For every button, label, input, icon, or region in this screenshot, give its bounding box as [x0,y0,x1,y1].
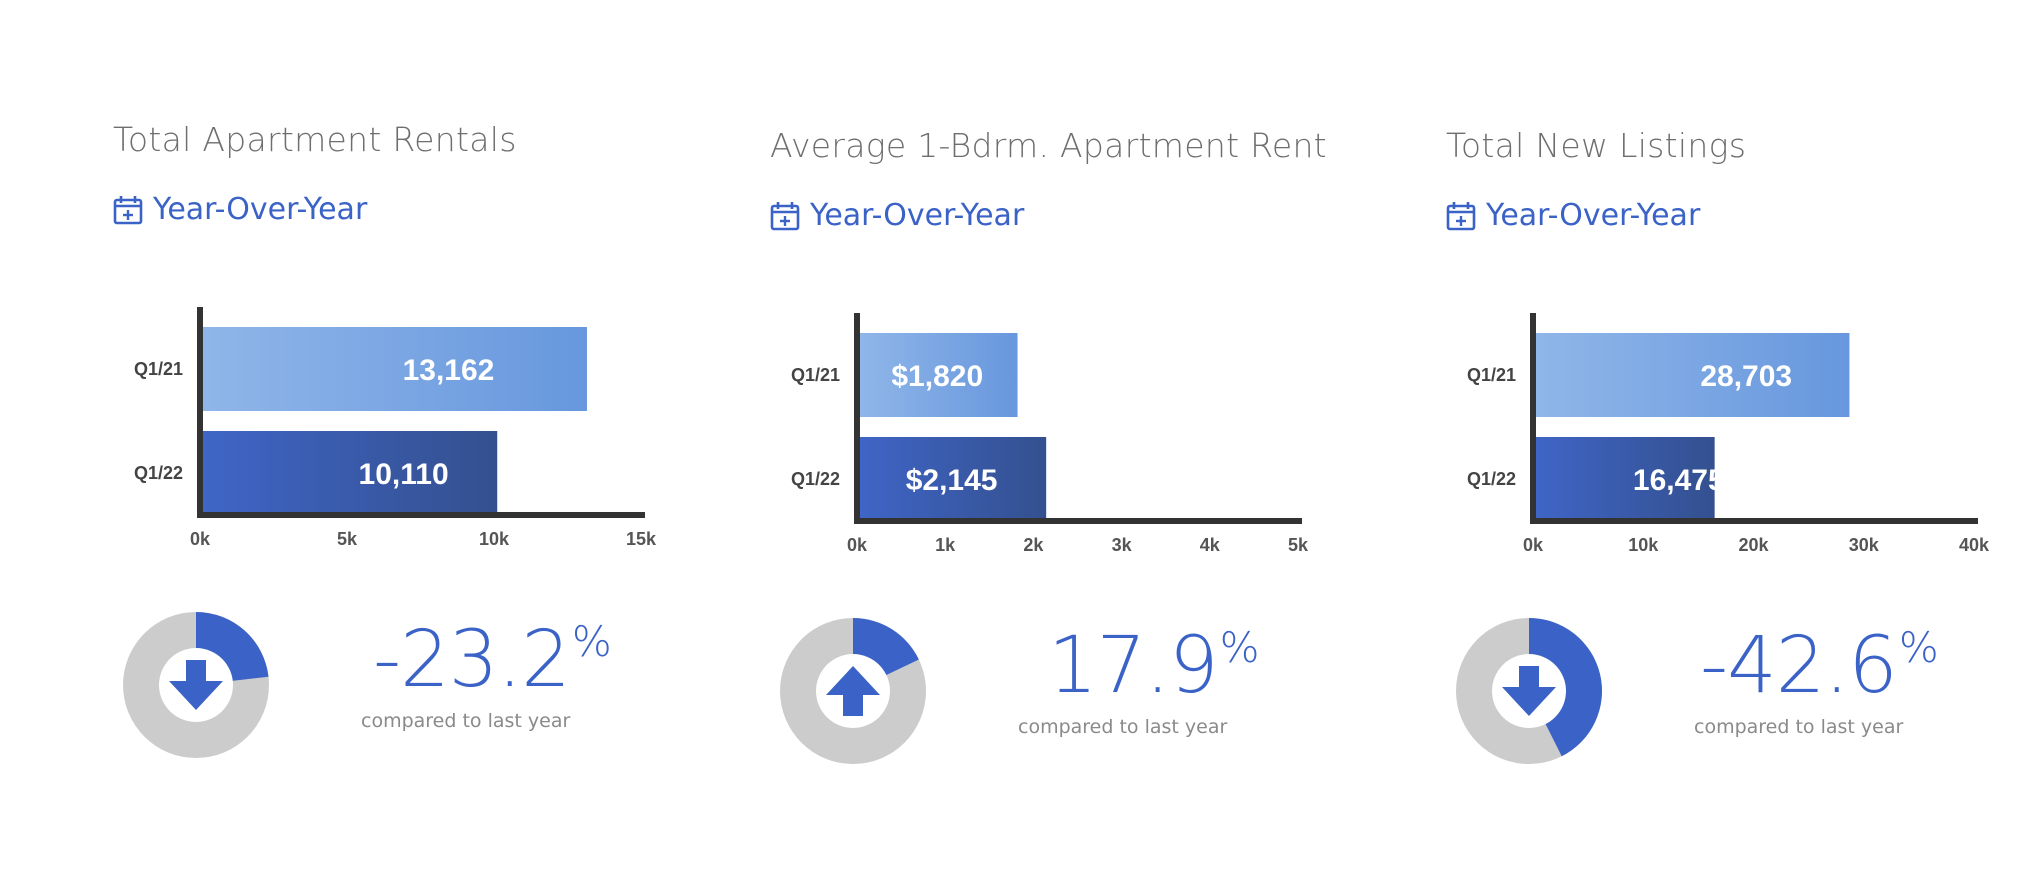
category-label: Q1/22 [791,469,840,489]
bar-Q1/22 [203,431,498,515]
value-label: 13,162 [403,354,495,387]
change-percent: -42.6% [1700,621,1939,711]
arrow-down-icon [1502,666,1556,716]
bar-Q1/21 [860,333,1018,417]
x-tick-label: 15k [626,529,657,549]
x-tick-label: 5k [337,529,358,549]
arrow-up-icon [826,666,880,716]
category-label: Q1/21 [134,359,183,379]
category-label: Q1/21 [1467,365,1516,385]
panel-title: Average 1-Bdrm. Apartment Rent [770,126,1327,165]
percent-sign: % [1219,623,1260,672]
value-label: 16,475 [1633,464,1725,497]
period-label: Year-Over-Year [1486,198,1701,233]
change-donut [1456,618,1602,764]
x-tick-label: 10k [479,529,510,549]
x-tick-label: 0k [847,535,868,555]
category-label: Q1/22 [1467,469,1516,489]
x-tick-label: 40k [1959,535,1990,555]
change-value: -23.2 [373,615,571,705]
x-tick-label: 30k [1849,535,1880,555]
period-selector[interactable]: Year-Over-Year [1446,198,1700,233]
value-label: 10,110 [359,458,449,491]
x-tick-label: 20k [1738,535,1769,555]
change-donut [780,618,926,764]
category-label: Q1/21 [791,365,840,385]
category-label: Q1/22 [134,463,183,483]
calendar-plus-icon [1446,201,1476,230]
change-percent: 17.9% [1048,621,1260,711]
panel-total-apartment-rentals: Total Apartment Rentals Year-Over-Year Q… [113,120,713,840]
change-donut [123,612,269,758]
x-tick-label: 2k [1023,535,1044,555]
bar-Q1/21 [1536,333,1850,417]
value-label: $1,820 [891,360,983,393]
bar-Q1/22 [1536,437,1715,521]
panel-title: Total Apartment Rentals [113,120,517,159]
value-label: 28,703 [1700,360,1792,393]
period-label: Year-Over-Year [810,198,1025,233]
arrow-down-icon [169,660,223,710]
panel-title: Total New Listings [1446,126,1747,165]
change-caption: compared to last year [361,710,571,732]
x-tick-label: 5k [1288,535,1309,555]
x-tick-label: 1k [935,535,956,555]
panel-average-rent: Average 1-Bdrm. Apartment Rent Year-Over… [770,126,1370,846]
calendar-plus-icon [113,195,143,224]
change-caption: compared to last year [1694,716,1904,738]
percent-sign: % [1898,623,1939,672]
x-tick-label: 3k [1112,535,1133,555]
change-value: 17.9 [1048,621,1219,711]
period-label: Year-Over-Year [153,192,368,227]
bar-Q1/21 [203,327,587,411]
x-tick-label: 0k [190,529,211,549]
calendar-plus-icon [770,201,800,230]
bar-Q1/22 [860,437,1047,521]
change-value: -42.6 [1700,621,1898,711]
period-selector[interactable]: Year-Over-Year [770,198,1024,233]
change-caption: compared to last year [1018,716,1228,738]
x-tick-label: 10k [1628,535,1659,555]
percent-sign: % [571,617,612,666]
value-label: $2,145 [906,464,998,497]
x-tick-label: 4k [1200,535,1221,555]
change-percent: -23.2% [373,615,612,705]
period-selector[interactable]: Year-Over-Year [113,192,367,227]
x-tick-label: 0k [1523,535,1544,555]
panel-total-new-listings: Total New Listings Year-Over-Year Q1/21 2… [1446,126,2043,846]
